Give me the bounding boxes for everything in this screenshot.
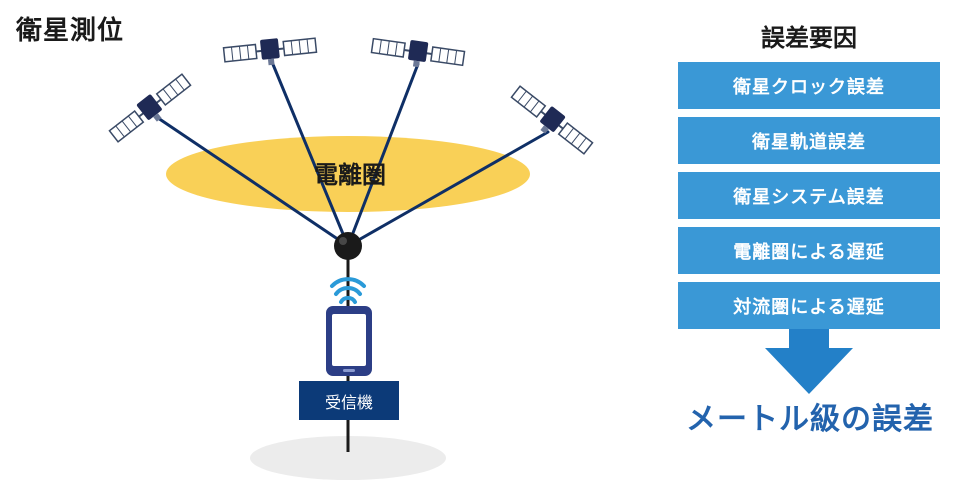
signal-line-4: [346, 130, 550, 248]
factor-satellite-orbit: 衛星軌道誤差: [678, 117, 940, 164]
signal-lines: [156, 60, 550, 248]
signal-line-3: [346, 62, 420, 248]
wifi-signal-icon: [330, 277, 366, 304]
error-factors-title: 誤差要因: [761, 24, 857, 52]
factor-ionosphere-delay: 電離圏による遅延: [678, 227, 940, 274]
satellite-icon: [105, 70, 197, 150]
ionosphere-label: 電離圏: [314, 161, 386, 189]
down-arrow: [765, 326, 853, 394]
signal-line-2: [270, 60, 350, 248]
factor-satellite-system: 衛星システム誤差: [678, 172, 940, 219]
antenna-icon: [334, 232, 362, 260]
diagram-title: 衛星測位: [16, 16, 125, 46]
smartphone-icon: [326, 306, 372, 376]
satellite-icon: [222, 33, 319, 71]
signal-line-1: [156, 116, 350, 248]
factor-troposphere-delay: 対流圏による遅延: [678, 282, 940, 329]
receiver-label: 受信機: [299, 381, 399, 420]
factor-satellite-clock: 衛星クロック誤差: [678, 62, 940, 109]
error-factor-list: 衛星クロック誤差 衛星軌道誤差 衛星システム誤差 電離圏による遅延 対流圏による…: [678, 62, 940, 329]
result-error-text: メートル級の誤差: [686, 402, 934, 437]
ground-shadow: [250, 436, 446, 480]
